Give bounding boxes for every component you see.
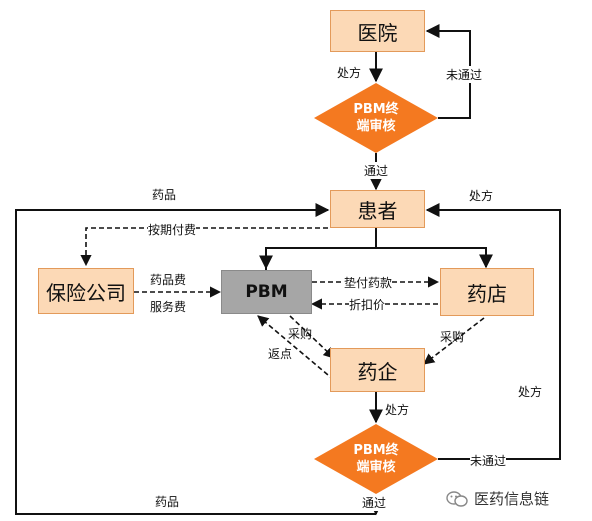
edge-patient-to-pbm — [265, 247, 493, 270]
terminal-review-bottom-label: PBM终 端审核 — [340, 442, 412, 476]
label-not-passed-bottom: 未通过 — [470, 452, 507, 469]
label-rebate: 返点 — [268, 347, 293, 361]
label-purchase-left: 采购 — [288, 327, 313, 341]
edge-pay-periodically — [80, 227, 328, 267]
label-prescription-top: 处方 — [337, 64, 362, 81]
label-passed-top: 通过 — [364, 162, 389, 179]
label-prescription-mid: 处方 — [385, 403, 410, 417]
label-pay-periodically: 按期付费 — [148, 221, 197, 238]
edge-purchase-left — [289, 315, 335, 359]
label-prescription-right: 处方 — [518, 383, 543, 400]
node-hospital: 医院 — [330, 10, 425, 52]
terminal-review-diamond-bottom — [314, 424, 438, 494]
node-pharmacy: 药店 — [440, 268, 534, 316]
label-drug-fee: 药品费 — [150, 273, 187, 287]
wechat-icon — [446, 490, 468, 507]
label-advance-payment: 垫付药款 — [344, 274, 393, 291]
node-pharma: 药企 — [330, 348, 425, 392]
node-insurer: 保险公司 — [38, 268, 134, 314]
terminal-review-top-label: PBM终 端审核 — [340, 101, 412, 135]
label-passed-bottom: 通过 — [362, 494, 387, 511]
label-service-fee: 服务费 — [150, 300, 187, 314]
label-drugs-top: 药品 — [152, 188, 177, 202]
terminal-review-top-line1: PBM终 — [353, 102, 399, 117]
terminal-review-bottom-line2: 端审核 — [356, 460, 396, 475]
watermark-text: 医药信息链 — [474, 490, 550, 508]
edge-drugs-to-patient — [15, 203, 376, 515]
edge-purchase-right — [423, 317, 485, 365]
node-pbm: PBM — [221, 270, 312, 314]
terminal-review-diamond-top — [314, 83, 438, 153]
label-not-passed-top: 未通过 — [446, 66, 483, 83]
label-discount-price: 折扣价 — [349, 296, 386, 313]
label-drugs-bottom: 药品 — [155, 495, 180, 509]
watermark: 医药信息链 — [446, 488, 549, 509]
terminal-review-top-line2: 端审核 — [356, 119, 396, 134]
label-purchase-right: 采购 — [440, 330, 465, 344]
label-prescription-right-top: 处方 — [469, 189, 494, 203]
edge-rebate — [257, 315, 335, 381]
terminal-review-bottom-line1: PBM终 — [353, 443, 399, 458]
node-patient: 患者 — [330, 190, 425, 228]
